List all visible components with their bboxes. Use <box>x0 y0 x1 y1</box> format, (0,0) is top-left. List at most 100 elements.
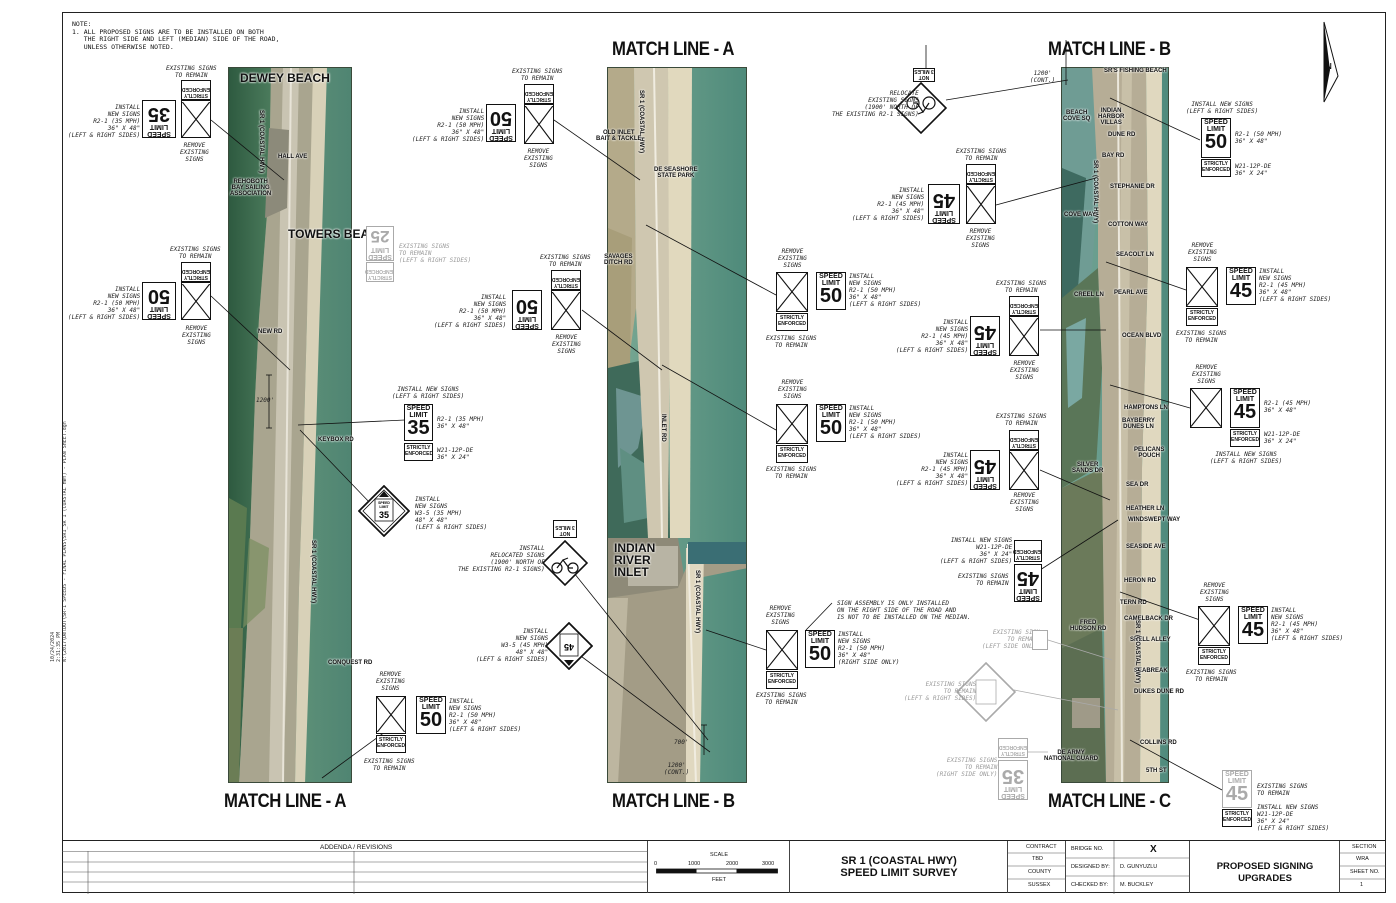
addenda-label: ADDENDA / REVISIONS <box>320 844 393 851</box>
label-5th-st: 5TH ST <box>1146 768 1167 774</box>
ann-s1-a3: REMOVE EXISTING SIGNS <box>180 142 209 163</box>
ann-s3-b1: INSTALL NEW SIGNS (LEFT & RIGHT SIDES) <box>1186 101 1259 115</box>
designer-block: BRIDGE NO. X DESIGNED BY: D. GUNYUZLU CH… <box>1066 841 1190 894</box>
county-value: SUSSEX <box>1028 882 1051 888</box>
ann-s3-m1: EXISTING SIGNS TO REMAIN <box>1257 783 1308 797</box>
ann-s2-d1: REMOVE EXISTING SIGNS <box>778 379 807 400</box>
sign-s1-b-old <box>181 282 211 320</box>
label-windswept: WINDSWEPT WAY <box>1128 517 1181 523</box>
contract-block: CONTRACT TBD COUNTY SUSSEX <box>1008 841 1066 893</box>
scale-tick: 0 <box>654 861 658 867</box>
aerial-strip-2 <box>607 67 747 783</box>
ann-s3-d2: INSTALL NEW SIGNS R2-1 (45 MPH) 36" X 48… <box>1259 268 1332 303</box>
label-dewey-beach: DEWEY BEACH <box>240 71 330 85</box>
ann-s3-i3: EXISTING SIGNS TO REMAIN <box>1186 669 1237 683</box>
ann-s3-h2: EXISTING SIGNS TO REMAIN <box>958 573 1009 587</box>
sign-s2-a-old <box>524 104 554 144</box>
contract-label: CONTRACT <box>1026 844 1057 850</box>
ann-s1-b1: EXISTING SIGNS TO REMAIN <box>170 246 221 260</box>
label-stephanie: STEPHANIE DR <box>1110 184 1155 190</box>
ann-s3-h1: INSTALL NEW SIGNS W21-12P-DE 36" X 24" (… <box>940 537 1013 565</box>
ann-s3-f2: R2-1 (45 MPH) 36" X 48" <box>1264 400 1311 414</box>
label-cove-way: COVE WAY <box>1064 212 1096 218</box>
ann-s1-c1: EXISTING SIGNS TO REMAIN (LEFT & RIGHT S… <box>399 243 472 264</box>
ann-s2-c3: EXISTING SIGNS TO REMAIN <box>766 335 817 349</box>
sign-s1-a-old <box>181 100 211 138</box>
sign-s3-c-old <box>966 184 996 224</box>
sign-s1-e-advance: 35 SPEED LIMIT <box>358 485 410 537</box>
sign-word: SPEED <box>147 130 171 137</box>
label-de-seashore: DE SEASHORE STATE PARK <box>654 167 698 179</box>
sheet-title-block: PROPOSED SIGNING UPGRADES <box>1190 841 1340 893</box>
label-sea-dr: SEA DR <box>1126 482 1149 488</box>
sheet-title: PROPOSED SIGNING UPGRADES <box>1216 861 1314 884</box>
ann-s2-a3: REMOVE EXISTING SIGNS <box>524 148 553 169</box>
ann-s3-l1: EXISTING SIGNS TO REMAIN (RIGHT SIDE ONL… <box>936 757 998 778</box>
dimension-1200-strip3: 1200' (CONT.) <box>1030 70 1056 84</box>
ann-s3-a1: RELOCATE EXISTING SIGNS (1900' NORTH OF … <box>832 90 919 118</box>
dimension-700: 700' <box>674 739 689 746</box>
ann-s3-b3: W21-12P-DE 36" X 24" <box>1235 163 1272 177</box>
ann-s2-b1: EXISTING SIGNS TO REMAIN <box>540 254 591 268</box>
label-fred-hudson: FRED HUDSON RD <box>1070 620 1107 632</box>
scale-unit: FEET <box>712 877 727 883</box>
svg-text:SPEED: SPEED <box>378 501 390 505</box>
ann-s2-e1: INSTALL RELOCATED SIGNS (1900' NORTH OF … <box>458 545 545 573</box>
ann-s1-b3: REMOVE EXISTING SIGNS <box>182 325 211 346</box>
ann-s3-g3: REMOVE EXISTING SIGNS <box>1010 492 1039 513</box>
label-rehoboth: REHOBOTH BAY SAILING ASSOCIATION <box>230 179 272 197</box>
ann-s1-a1: EXISTING SIGNS TO REMAIN <box>166 65 217 79</box>
label-seabreak: SEABREAK <box>1134 668 1168 674</box>
ann-s1-f1: REMOVE EXISTING SIGNS <box>376 671 405 692</box>
designed-value: D. GUNYUZLU <box>1120 864 1158 870</box>
label-creel: CREEL LN <box>1074 292 1104 298</box>
title-block: ADDENDA / REVISIONS SCALE 0 1000 2000 30… <box>62 840 1386 894</box>
ann-s2-d2: INSTALL NEW SIGNS R2-1 (50 MPH) 36" X 48… <box>849 405 922 440</box>
sign-s3-j-existing <box>1032 630 1048 650</box>
sign-s2-d-old <box>776 404 808 444</box>
ann-s3-f3: W21-12P-DE 36" X 24" <box>1264 431 1301 445</box>
section-label: SECTION <box>1352 844 1377 850</box>
ann-s3-f4: INSTALL NEW SIGNS (LEFT & RIGHT SIDES) <box>1210 451 1283 465</box>
project-title: SR 1 (COASTAL HWY) SPEED LIMIT SURVEY <box>840 855 958 879</box>
ann-s1-f3: EXISTING SIGNS TO REMAIN <box>364 758 415 772</box>
scale-block: SCALE 0 1000 2000 3000 FEET <box>648 841 790 893</box>
ann-s3-e3: REMOVE EXISTING SIGNS <box>1010 360 1039 381</box>
ann-s3-d3: EXISTING SIGNS TO REMAIN <box>1176 330 1227 344</box>
checked-label: CHECKED BY: <box>1071 882 1108 888</box>
ann-s2-f1: INSTALL NEW SIGNS W3-5 (45 MPH) 48" X 48… <box>476 628 549 663</box>
label-dune-rd: DUNE RD <box>1108 132 1136 138</box>
label-tern: TERN RD <box>1120 600 1147 606</box>
label-shell-alley: SHELL ALLEY <box>1130 637 1171 643</box>
sign-s2-b-old <box>551 290 581 330</box>
ann-s3-c3: REMOVE EXISTING SIGNS <box>966 228 995 249</box>
ann-s1-d1: INSTALL NEW SIGNS (LEFT & RIGHT SIDES) <box>392 386 465 400</box>
ann-s2-b3: REMOVE EXISTING SIGNS <box>552 334 581 355</box>
label-silver-sands: SILVER SANDS DR <box>1072 462 1104 474</box>
match-line-a-bottom: MATCH LINE - A <box>224 791 347 812</box>
label-keybox-rd: KEYBOX RD <box>318 437 354 443</box>
ann-s3-i1: REMOVE EXISTING SIGNS <box>1200 582 1229 603</box>
sign-s1-f-old <box>376 696 406 734</box>
sign-s3-k-existing <box>956 662 1016 722</box>
